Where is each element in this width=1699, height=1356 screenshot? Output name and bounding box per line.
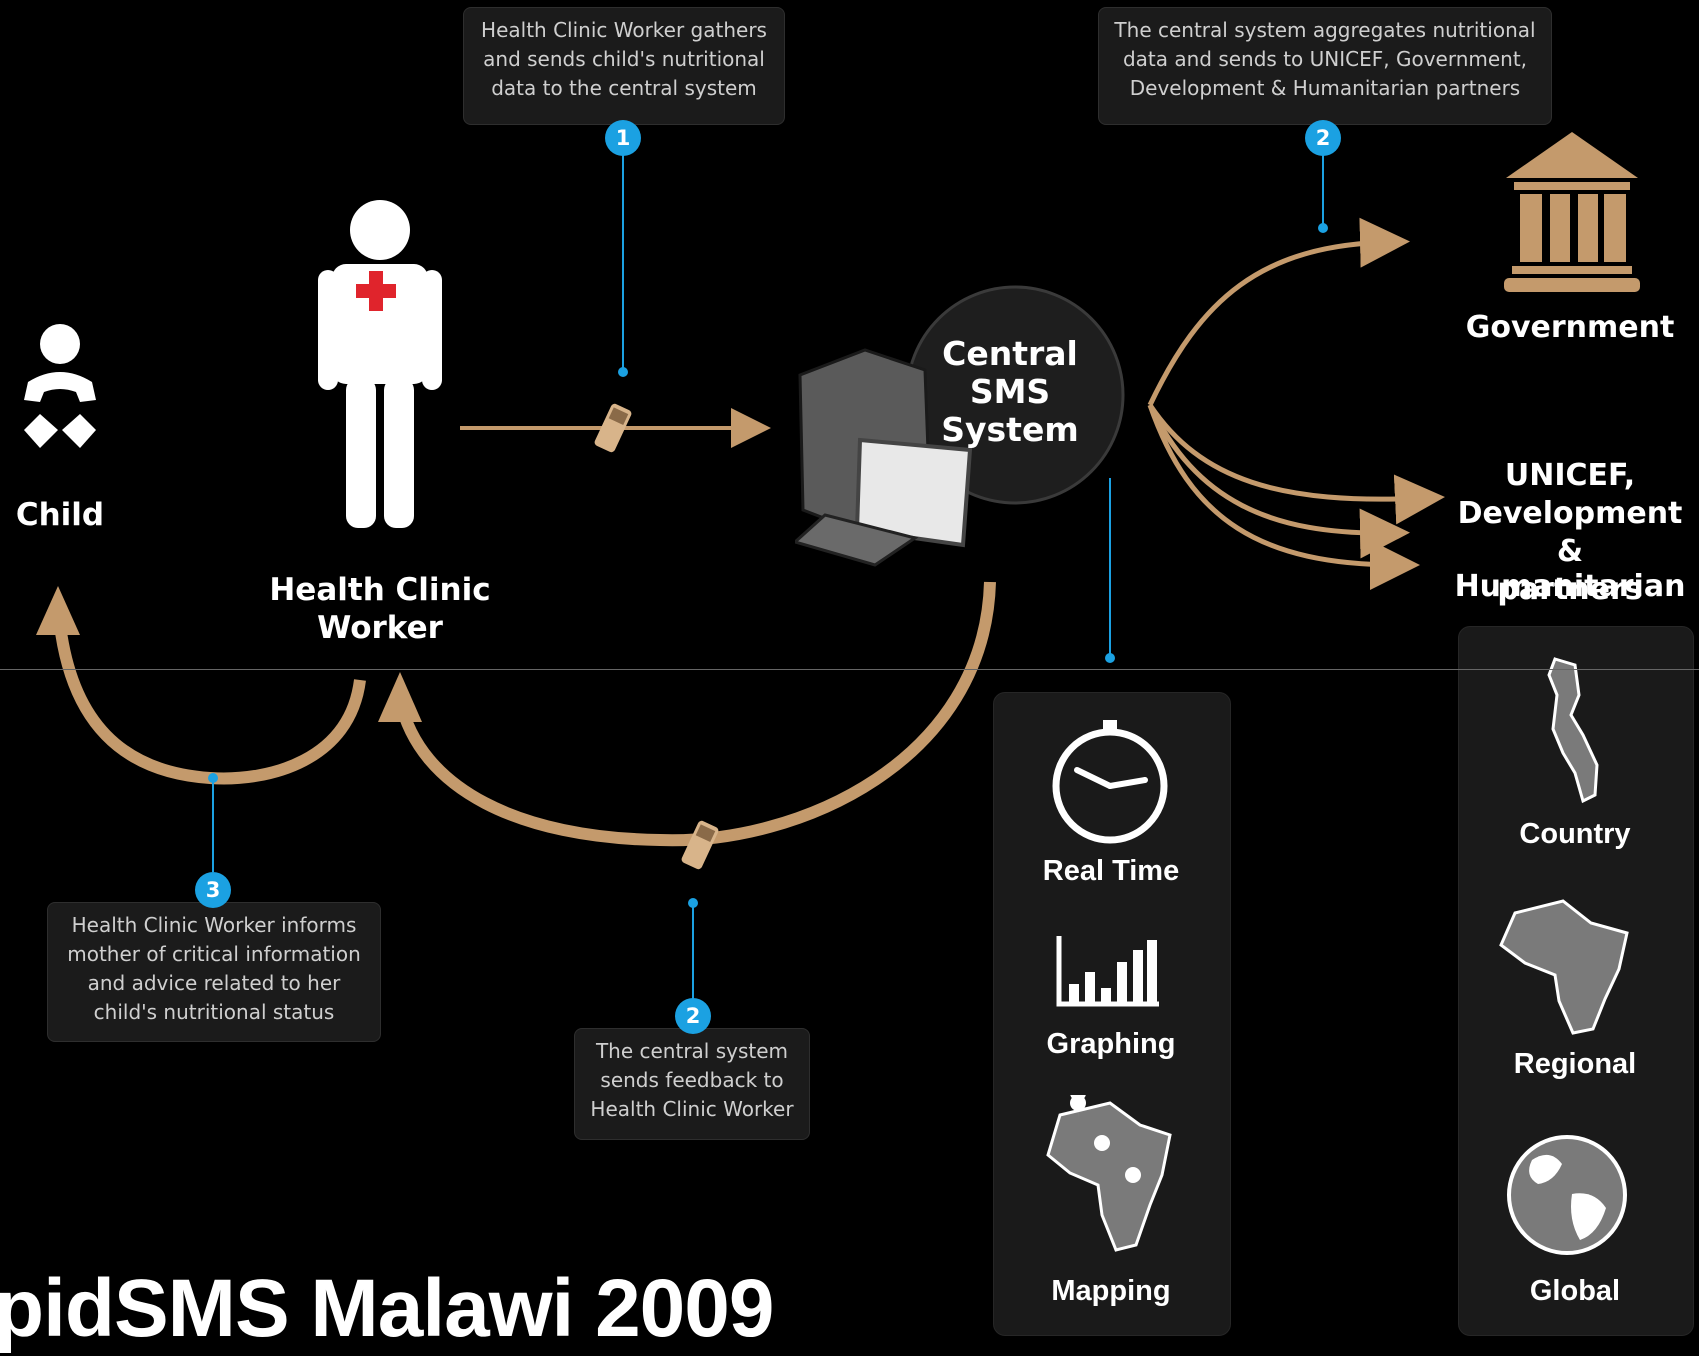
feature-label-graphing: Graphing [1046, 1028, 1176, 1060]
callout-step1: Health Clinic Worker gathers and sends c… [463, 7, 785, 125]
callout-step3: Health Clinic Worker informs mother of c… [47, 902, 381, 1042]
badge-step1: 1 [605, 120, 641, 156]
partners-label-line2: Development [1457, 496, 1683, 531]
central-system-label-line2: SMS [969, 372, 1051, 411]
leader-dot-step2-top [1318, 223, 1328, 233]
arrowhead-child [36, 586, 80, 635]
health-worker-label-line1: Health Clinic [269, 572, 491, 608]
callout-step2-top: The central system aggregates nutritiona… [1098, 7, 1552, 125]
feature-label-mapping: Mapping [1051, 1275, 1171, 1307]
scope-label-country: Country [1519, 818, 1631, 850]
arrow-central-to-partners-1 [1147, 403, 1445, 525]
scope-label-global: Global [1529, 1275, 1621, 1307]
malawi-map-icon [1547, 657, 1599, 804]
health-worker-icon [318, 200, 442, 528]
arrow-central-to-partners-2 [1147, 403, 1410, 559]
callout-step2-bottom: The central system sends feedback to Hea… [574, 1028, 810, 1140]
central-system-label-line1: Central [942, 334, 1078, 373]
arrow-worker-to-child [54, 624, 366, 785]
child-label: Child [15, 497, 105, 533]
central-system-icon [795, 285, 1125, 567]
scope-label-regional: Regional [1513, 1048, 1637, 1080]
partners-label-line4: partners [1497, 572, 1643, 607]
arrow-central-to-government [1147, 217, 1410, 407]
government-building-icon [1504, 132, 1640, 292]
arrow-central-to-partners-3 [1147, 404, 1420, 590]
section-divider [0, 669, 1699, 670]
leader-dot-step2-bottom [688, 898, 698, 908]
mobile-phone-icon-send [594, 403, 632, 453]
government-label: Government [1465, 310, 1675, 345]
stopwatch-icon [1052, 720, 1168, 844]
arrowhead-feedback [378, 672, 422, 722]
badge-step2-top: 2 [1305, 120, 1341, 156]
slide-title: pidSMS Malawi 2009 [0, 1263, 774, 1354]
leader-dot-step3 [208, 773, 218, 783]
partners-label-line1: UNICEF, [1504, 458, 1636, 493]
globe-icon [1507, 1135, 1627, 1255]
africa-map-pins-icon [1046, 1095, 1172, 1252]
partners-label-line3: & Humanitarian [1454, 534, 1686, 604]
africa-map-icon [1499, 899, 1629, 1035]
badge-step3: 3 [195, 872, 231, 908]
badge-step2-bottom: 2 [675, 998, 711, 1034]
central-system-label-line3: System [941, 410, 1079, 449]
leader-dot-central-features [1105, 653, 1115, 663]
child-icon [24, 324, 96, 448]
bar-graph-icon [1056, 936, 1159, 1007]
mobile-phone-icon-feedback [681, 820, 719, 870]
feature-label-real-time: Real Time [1042, 855, 1180, 887]
leader-dot-step1 [618, 367, 628, 377]
arrow-feedback-to-worker [394, 581, 996, 847]
health-worker-label-line2: Worker [317, 610, 443, 646]
